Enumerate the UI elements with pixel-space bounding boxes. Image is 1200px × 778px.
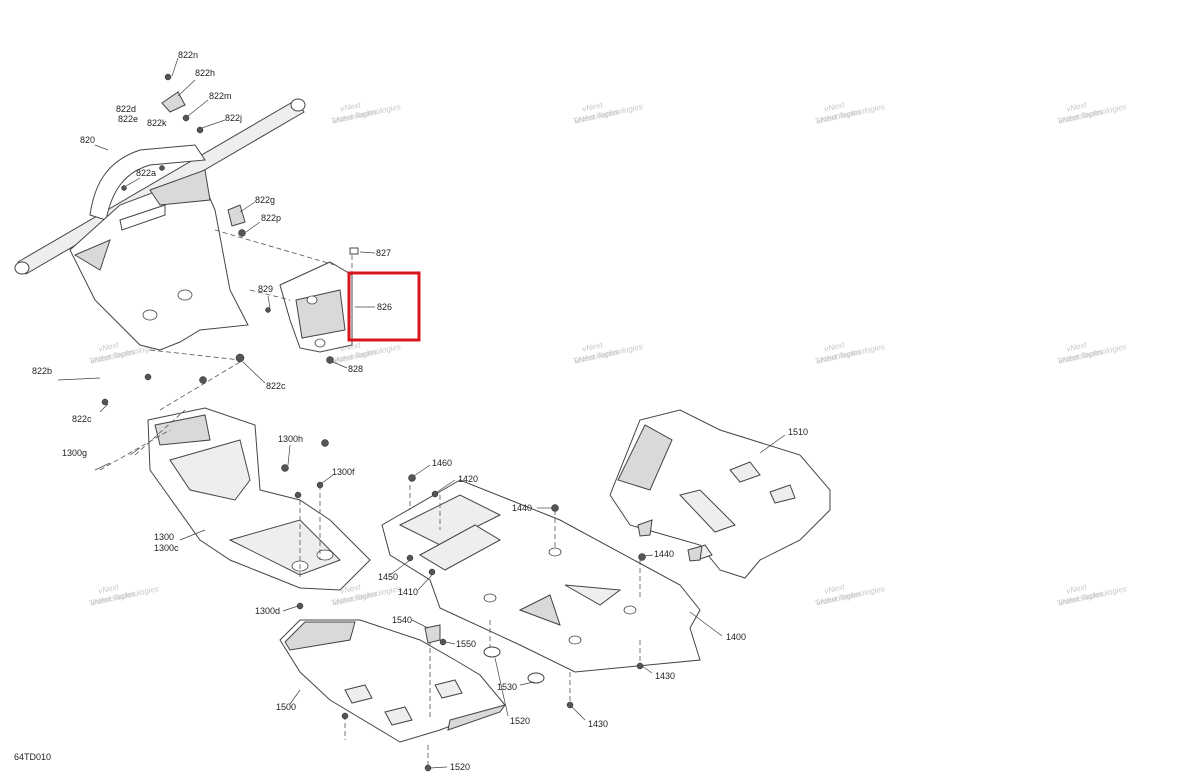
watermark-text: vNext (823, 582, 846, 595)
highlight-box-826 (347, 271, 421, 342)
watermark-text: vNext (97, 582, 120, 595)
callout-1450: 1450 (378, 572, 398, 582)
callout-labels: 822n 822h 822m 822d 822e 822k 822j 820 8… (32, 50, 808, 772)
callout-820: 820 (80, 135, 95, 145)
callout-822c-left: 822c (72, 414, 92, 424)
callout-1550: 1550 (456, 639, 476, 649)
diagram-code: 64TD010 (14, 752, 51, 762)
skid-plate-1500 (279, 619, 507, 743)
watermark-text: vNext (97, 340, 120, 353)
callout-1410: 1410 (398, 587, 418, 597)
watermark-text: vNext (581, 340, 604, 353)
watermark-text: vNext (339, 100, 362, 113)
callout-1510: 1510 (788, 427, 808, 437)
callout-1300c: 1300c (154, 543, 179, 553)
skid-plate-1400 (381, 479, 701, 673)
watermark-text: vNext (581, 100, 604, 113)
bracket-826 (279, 261, 353, 353)
callout-822a: 822a (136, 168, 156, 178)
callout-822j: 822j (225, 113, 242, 123)
front-bumper-assembly (14, 98, 306, 351)
watermark-text: vNext (1065, 582, 1088, 595)
callout-1440-top: 1440 (512, 503, 532, 513)
callout-1300d: 1300d (255, 606, 280, 616)
callout-1460: 1460 (432, 458, 452, 468)
callout-1530: 1530 (497, 682, 517, 692)
callout-1300h: 1300h (278, 434, 303, 444)
callout-1520-mid: 1520 (510, 716, 530, 726)
skid-plate-1300 (147, 407, 371, 591)
callout-822e: 822e (118, 114, 138, 124)
callout-1440-right: 1440 (654, 549, 674, 559)
watermark-text: vNext (823, 100, 846, 113)
watermark-text: vNext (1065, 340, 1088, 353)
callout-1520-bottom: 1520 (450, 762, 470, 772)
callout-822c-right: 822c (266, 381, 286, 391)
callout-822g: 822g (255, 195, 275, 205)
callout-822n: 822n (178, 50, 198, 60)
callout-1430-right: 1430 (655, 671, 675, 681)
callout-1420: 1420 (458, 474, 478, 484)
callout-1430-bottom: 1430 (588, 719, 608, 729)
watermark-text: vNext (339, 582, 362, 595)
fasteners (57, 73, 703, 772)
callout-827: 827 (376, 248, 391, 258)
callout-leaders (94, 57, 786, 769)
callout-829: 829 (258, 284, 273, 294)
callout-1300g: 1300g (62, 448, 87, 458)
callout-826: 826 (377, 302, 392, 312)
callout-1500: 1500 (276, 702, 296, 712)
callout-822h: 822h (195, 68, 215, 78)
callout-822k: 822k (147, 118, 167, 128)
callout-1540: 1540 (392, 615, 412, 625)
callout-822d: 822d (116, 104, 136, 114)
callout-1300f: 1300f (332, 467, 355, 477)
callout-822m: 822m (209, 91, 232, 101)
watermark-text: vNext (823, 340, 846, 353)
callout-1300: 1300 (154, 532, 174, 542)
callout-822b: 822b (32, 366, 52, 376)
callout-828: 828 (348, 364, 363, 374)
skid-plate-1510 (609, 409, 831, 579)
callout-1400: 1400 (726, 632, 746, 642)
watermark-text: vNext (1065, 100, 1088, 113)
callout-822p: 822p (261, 213, 281, 223)
